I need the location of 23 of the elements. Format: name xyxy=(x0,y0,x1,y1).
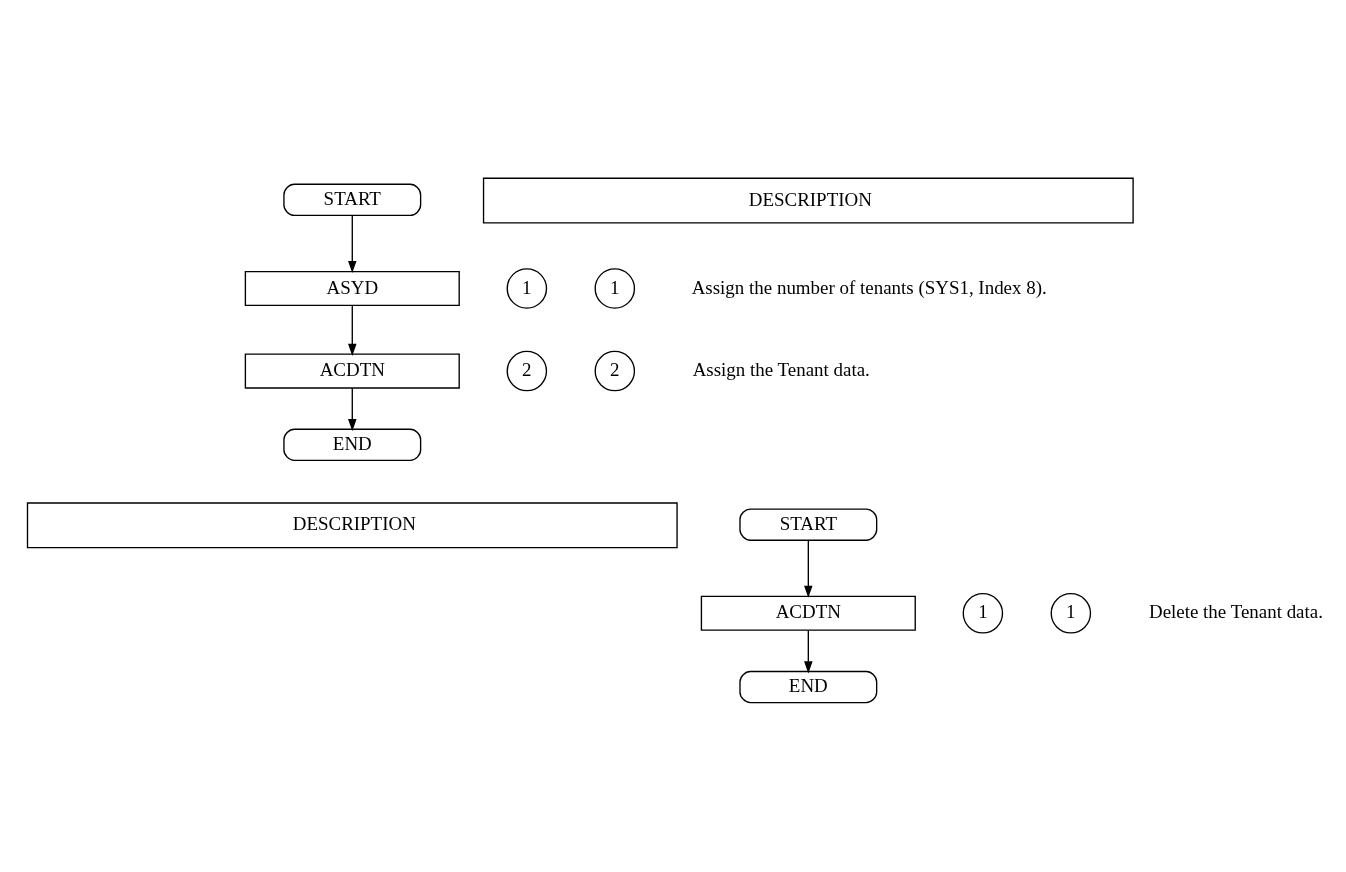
node-label: Delete the Tenant data. xyxy=(1148,601,1323,623)
node-circle: 1 xyxy=(594,268,636,309)
node-box: START xyxy=(283,183,422,217)
node-circle: 2 xyxy=(594,350,636,392)
node-box: END xyxy=(283,428,422,462)
node-box: ASYD xyxy=(244,270,460,307)
node-box: ACDTN xyxy=(700,595,916,631)
node-box: ACDTN xyxy=(244,353,460,389)
node-circle: 1 xyxy=(506,268,548,309)
label: DESCRIPTION xyxy=(292,513,416,535)
arrow xyxy=(804,629,813,674)
node-label: Assign the number of tenants (SYS1, Index 8). xyxy=(691,276,1047,298)
arrow xyxy=(348,215,357,274)
label: DESCRIPTION xyxy=(748,188,872,210)
node-label: Assign the Tenant data. xyxy=(692,359,870,381)
node-circle: 1 xyxy=(1050,592,1092,634)
node-circle: 2 xyxy=(506,350,548,392)
node-circle: 1 xyxy=(962,592,1004,634)
arrow xyxy=(348,387,357,432)
node-box: START xyxy=(739,508,878,541)
node-box: END xyxy=(739,670,878,704)
arrow xyxy=(804,539,813,598)
arrow xyxy=(348,304,357,356)
